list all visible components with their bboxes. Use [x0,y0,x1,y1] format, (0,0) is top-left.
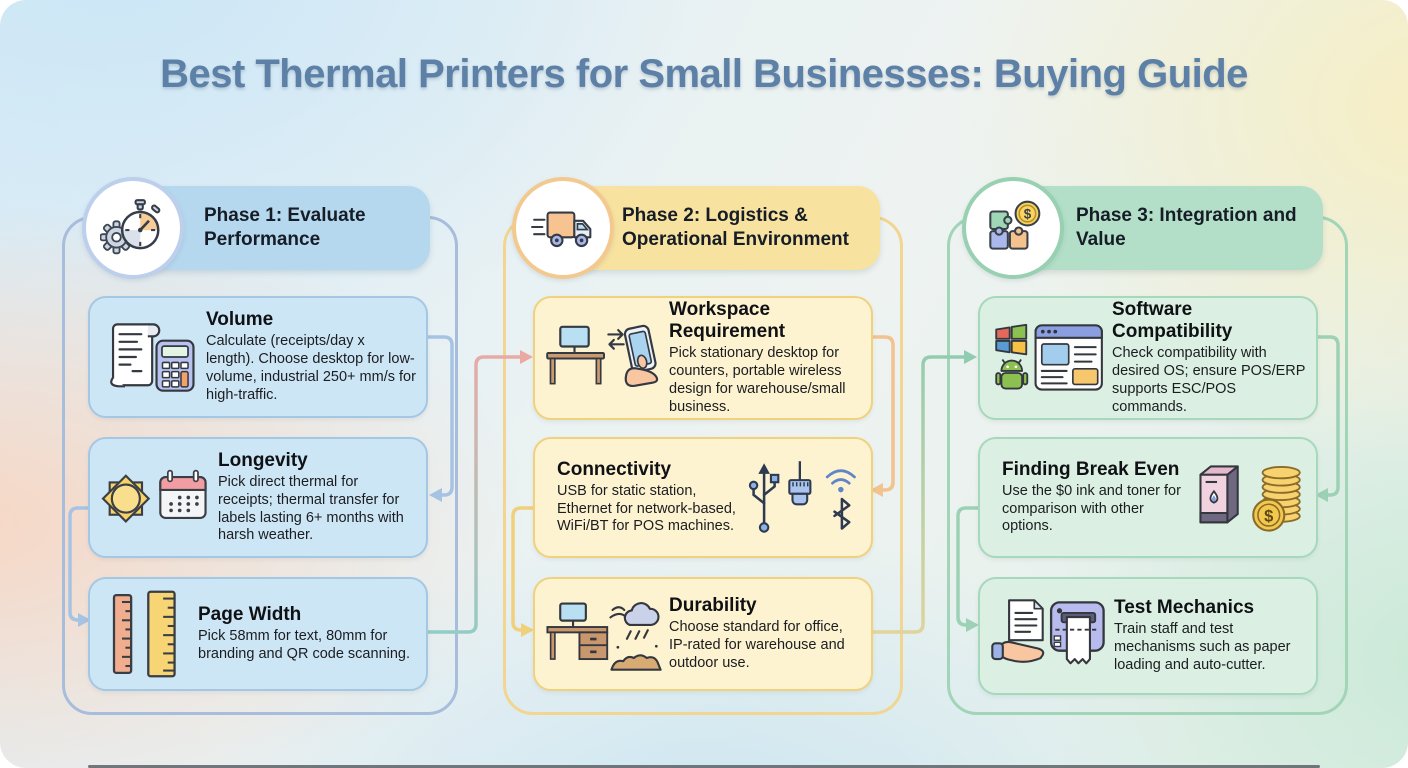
card-breakeven-title: Finding Break Even [1002,458,1180,480]
card-volume-body: Calculate (receipts/day x length). Choos… [206,333,416,403]
card-longevity-body: Pick direct thermal for receipts; therma… [218,473,404,544]
card-volume: Volume Calculate (receipts/day x length)… [88,296,428,418]
coin-dollar-glyph: $ [1024,207,1032,222]
card-workspace-body: Pick stationary desktop for counters, po… [669,345,846,415]
desk-monitor-phone-icon [545,320,663,397]
phase1-badge [82,177,184,279]
sun-calendar-icon [100,464,212,531]
card-software-compatibility: Software Compatibility Check compatibili… [978,296,1318,420]
card-page-width-title: Page Width [198,604,302,626]
card-finding-break-even: Finding Break Even Use the $0 ink and to… [978,437,1318,558]
card-connectivity-title: Connectivity [557,458,672,480]
phase3-badge: $ [962,177,1064,279]
card-durability: Durability Choose standard for office, I… [533,577,873,691]
card-breakeven-body: Use the $0 ink and toner for comparison … [1002,482,1181,535]
card-connectivity: Connectivity USB for static station, Eth… [533,437,873,558]
card-software-title: Software Compatibility [1112,299,1233,343]
stopwatch-gear-icon [100,199,161,255]
phase3-label: Phase 3: Integration and Value [1076,205,1297,250]
phase2-label: Phase 2: Logistics & Operational Environ… [622,205,849,250]
phase1-label: Phase 1: Evaluate Performance [204,205,366,250]
card-workspace-title: Workspace Requirement [669,299,786,343]
card-durability-title: Durability [669,595,757,617]
ink-cartridge-coins-icon: $ [1186,458,1306,537]
delivery-truck-icon [531,211,592,248]
puzzle-coin-icon: $ [989,200,1041,250]
card-page-width-body: Pick 58mm for text, 80mm for branding an… [198,628,411,662]
os-browser-icon [990,317,1106,400]
rulers-icon [100,586,192,682]
card-testmechanics-title: Test Mechanics [1114,597,1255,619]
window-bottom-edge [88,765,1320,768]
card-longevity-title: Longevity [218,449,308,471]
card-connectivity-body: USB for static station, Ethernet for net… [557,482,736,535]
receipt-calculator-icon [100,314,200,400]
usb-ethernet-wifi-bluetooth-icon [745,457,861,539]
card-volume-title: Volume [206,309,274,331]
hand-receipt-printer-icon [990,594,1108,678]
card-test-mechanics: Test Mechanics Train staff and test mech… [978,577,1318,695]
card-longevity: Longevity Pick direct thermal for receip… [88,437,428,558]
card-workspace-requirement: Workspace Requirement Pick stationary de… [533,296,873,420]
phase2-badge [512,177,614,279]
page-title: Best Thermal Printers for Small Business… [160,52,1248,96]
coin-stack-dollar-glyph: $ [1264,506,1273,525]
card-software-body: Check compatibility with desired OS; ens… [1112,345,1306,415]
card-durability-body: Choose standard for office, IP-rated for… [669,619,845,671]
desk-weather-dirt-icon [545,595,663,674]
card-page-width: Page Width Pick 58mm for text, 80mm for … [88,577,428,691]
card-testmechanics-body: Train staff and test mechanisms such as … [1114,621,1291,673]
